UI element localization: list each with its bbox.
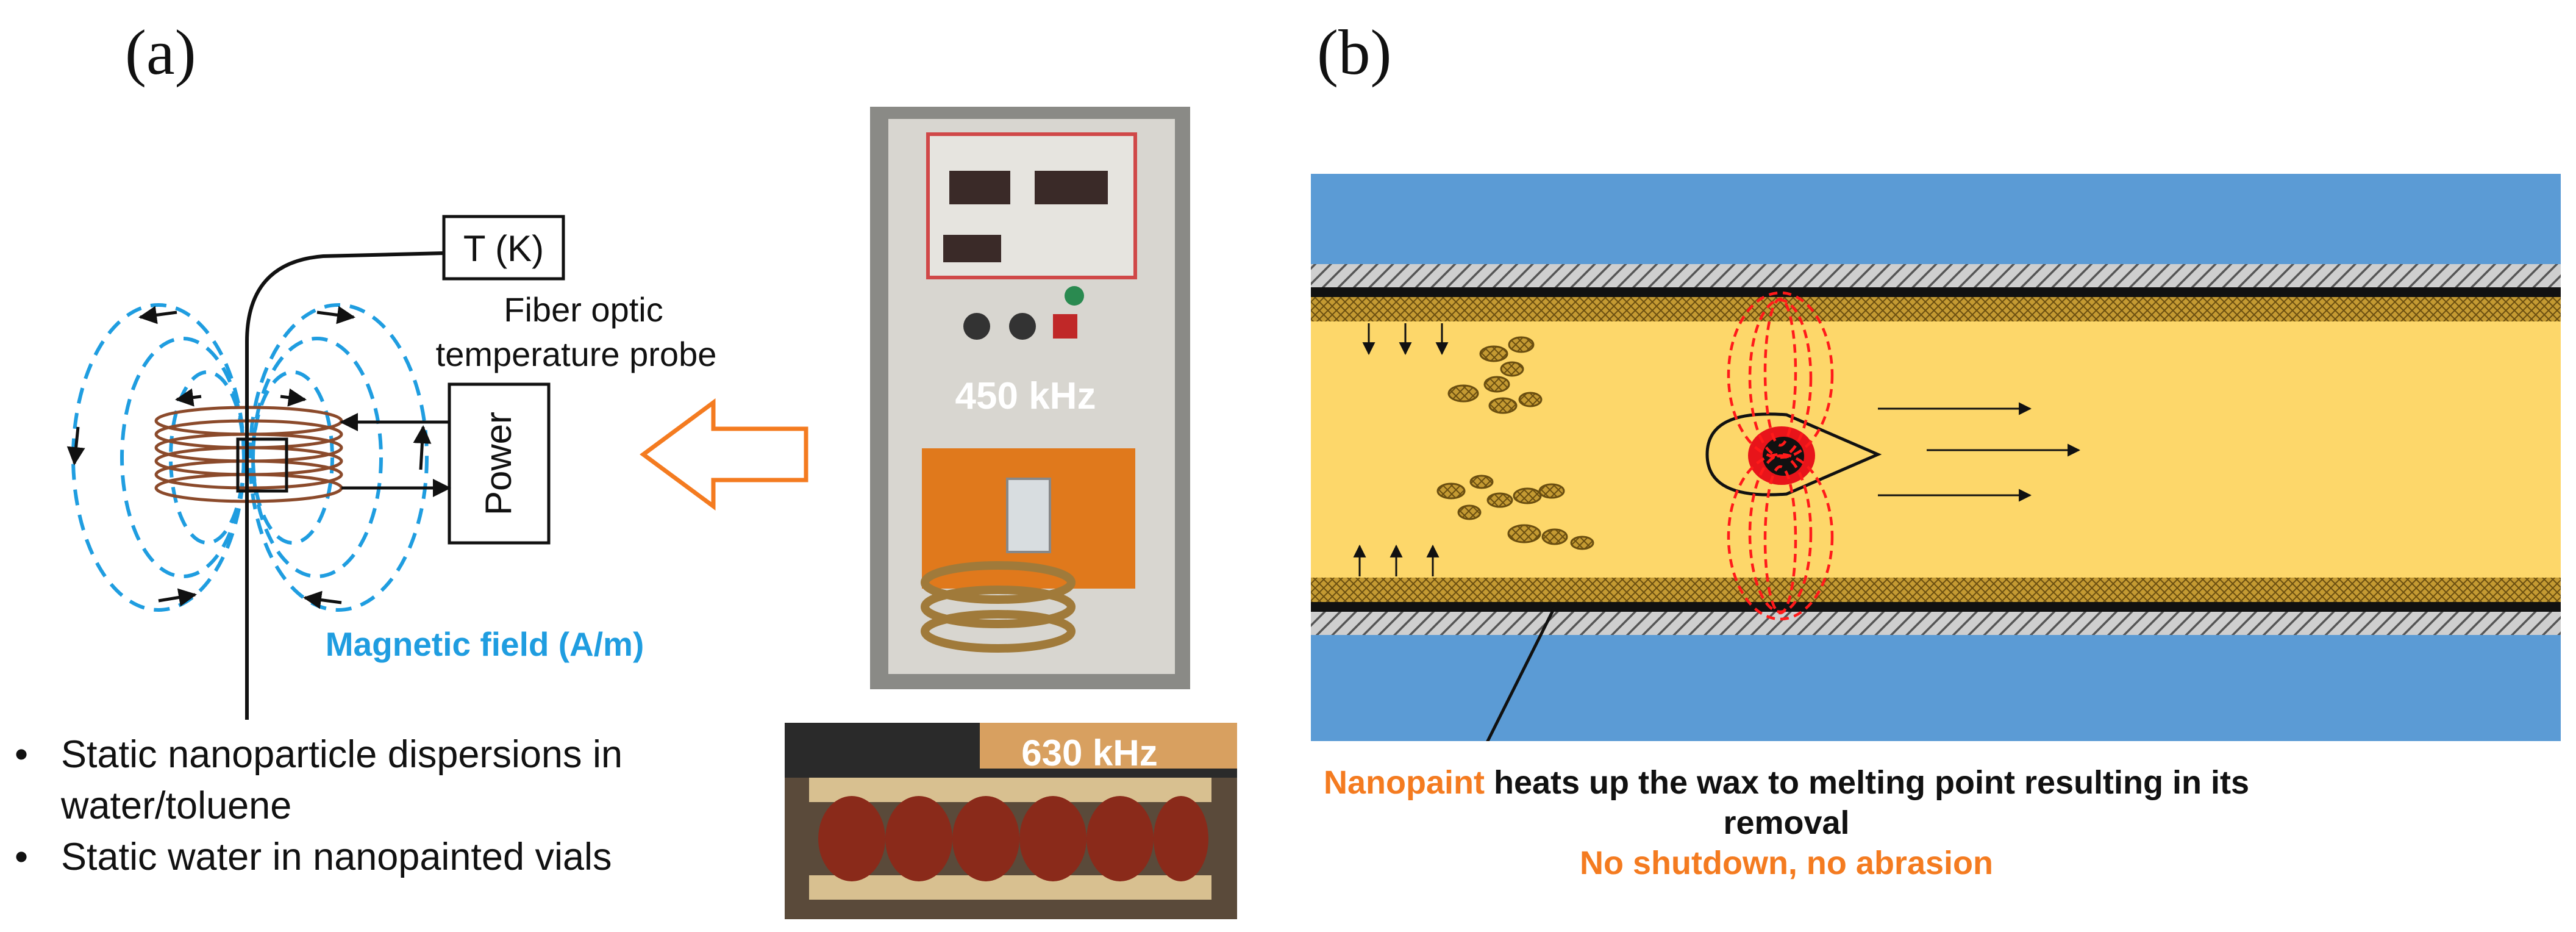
probe-label-line2: temperature probe <box>436 335 717 373</box>
wax-particles <box>1436 336 1594 550</box>
temperature-box <box>442 215 565 281</box>
flow-direction-arrows <box>1878 402 2081 502</box>
probe-wire <box>245 251 444 720</box>
probe-label-line1: Fiber optic <box>504 290 663 329</box>
power-supply-box <box>448 382 551 545</box>
bullet-list: •Static nanoparticle dispersions in wate… <box>12 729 756 883</box>
wax-layer-bottom <box>1311 578 2561 602</box>
caption-line-2: No shutdown, no abrasion <box>1580 845 1993 881</box>
bullet-item: •Static water in nanopainted vials <box>15 836 612 878</box>
flow-arrow-icon <box>640 398 808 511</box>
panel-b-label: (b) <box>1317 16 1392 88</box>
temperature-box-label: T (K) <box>463 228 544 269</box>
photo-top-frequency-label: 450 kHz <box>955 375 1096 417</box>
power-leads <box>340 413 451 497</box>
panel-a-diagram: T (K) Fiber optic temperature probe Powe… <box>66 215 808 720</box>
photo-induction-heater-450: 450 kHz <box>870 107 1190 689</box>
magnetic-field-lines <box>71 303 429 612</box>
pipe-wall-top <box>1311 264 2561 287</box>
induction-field-lines <box>1727 291 1834 621</box>
magnetic-field-label: Magnetic field (A/m) <box>326 625 644 663</box>
field-direction-arrows <box>66 306 432 609</box>
photo-bottom-frequency-label: 630 kHz <box>1021 733 1157 773</box>
bullet-item: •Static nanoparticle dispersions in wate… <box>15 733 623 827</box>
panel-b-pipeline-diagram <box>1311 174 2561 741</box>
pipe-wall-bottom <box>1311 612 2561 635</box>
nanopaint-pointer-line <box>1486 606 1557 741</box>
deposition-arrows <box>1353 323 1449 576</box>
sample-vial <box>236 437 288 493</box>
photo-induction-heater-630: 630 kHz <box>785 723 1237 919</box>
nanopaint-highlight: Nanopaint <box>1323 764 1485 801</box>
panel-a-label: (a) <box>125 16 196 88</box>
caption-line-1: Nanopaint heats up the wax to melting po… <box>1323 764 2250 841</box>
panel-b-caption: Nanopaint heats up the wax to melting po… <box>1268 762 2305 883</box>
wax-layer-top <box>1311 297 2561 321</box>
melting-wax-droplet <box>1705 412 1882 496</box>
power-supply-label: Power <box>478 412 519 515</box>
